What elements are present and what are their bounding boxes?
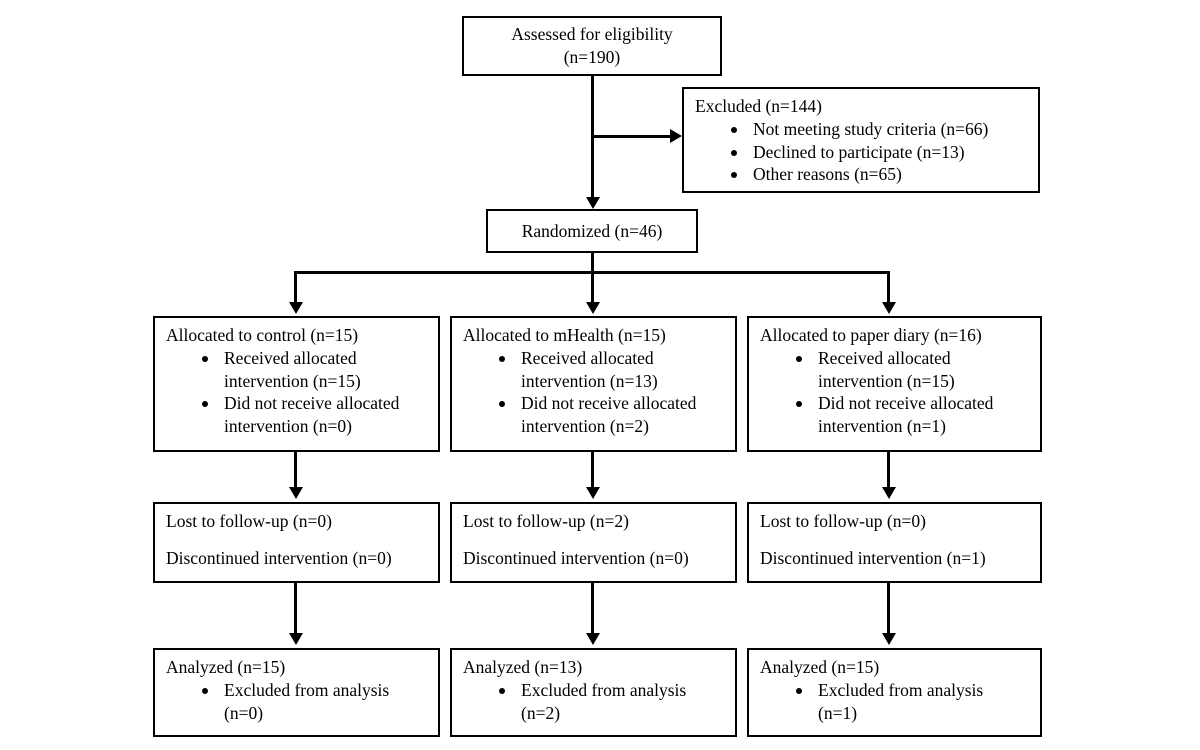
connector-followup-to-analysis-paper-diary [887,583,890,635]
arrow-into-followup-paper-diary [882,487,896,499]
node-allocation-control: Allocated to control (n=15) Received all… [153,316,440,452]
list-item: Excluded from analysis (n=1) [760,679,1032,725]
arrow-into-followup-control [289,487,303,499]
node-allocation-mhealth: Allocated to mHealth (n=15) Received all… [450,316,737,452]
connector-allocation-to-followup-mhealth [591,452,594,490]
arrow-into-analysis-mhealth [586,633,600,645]
connector-bus-to-arm-mhealth [591,271,594,309]
connector-allocation-to-followup-paper-diary [887,452,890,490]
connector-allocation-to-followup-control [294,452,297,490]
arrow-into-excluded [670,129,682,143]
node-analysis-control: Analyzed (n=15) Excluded from analysis (… [153,648,440,737]
allocation-mhealth-list: Received allocated intervention (n=13) D… [463,347,727,438]
node-followup-paper-diary: Lost to follow-up (n=0) Discontinued int… [747,502,1042,583]
arrow-into-followup-mhealth [586,487,600,499]
followup-paper-diary-lost: Lost to follow-up (n=0) [760,511,926,531]
list-item: Not meeting study criteria (n=66) [695,118,1030,141]
analysis-mhealth-item-1-line-2: (n=2) [521,702,561,723]
node-analysis-paper-diary: Analyzed (n=15) Excluded from analysis (… [747,648,1042,737]
node-followup-mhealth: Lost to follow-up (n=2) Discontinued int… [450,502,737,583]
list-item: Received allocated intervention (n=15) [760,347,1032,393]
allocation-control-item-2-line-2: intervention (n=0) [224,416,352,436]
followup-mhealth-discontinued: Discontinued intervention (n=0) [463,547,689,568]
allocation-control-item-2-line-1: Did not receive allocated [224,393,400,414]
followup-mhealth-lost: Lost to follow-up (n=2) [463,511,629,531]
node-analysis-mhealth: Analyzed (n=13) Excluded from analysis (… [450,648,737,737]
list-item: Declined to participate (n=13) [695,141,1030,164]
node-excluded: Excluded (n=144) Not meeting study crite… [682,87,1040,193]
connector-assessed-to-randomized [591,76,594,206]
analysis-control-item-1-line-2: (n=0) [224,702,264,723]
analysis-mhealth-item-1-line-1: Excluded from analysis [521,679,687,700]
excluded-reason-2: Declined to participate (n=13) [753,141,965,162]
allocation-mhealth-item-1-line-1: Received allocated [521,347,654,368]
allocation-paper-diary-header: Allocated to paper diary (n=16) [760,325,982,345]
arrow-into-analysis-control [289,633,303,645]
list-item: Received allocated intervention (n=15) [166,347,430,393]
analysis-paper-diary-list: Excluded from analysis (n=1) [760,679,1032,725]
analysis-mhealth-list: Excluded from analysis (n=2) [463,679,727,725]
arrow-into-allocation-paper-diary [882,302,896,314]
allocation-paper-diary-item-2-line-1: Did not receive allocated [818,393,994,414]
allocation-paper-diary-item-2-line-2: intervention (n=1) [818,416,946,436]
excluded-header: Excluded (n=144) [695,96,822,116]
analysis-control-item-1-line-1: Excluded from analysis [224,679,390,700]
allocation-control-item-1-line-1: Received allocated [224,347,357,368]
allocation-control-header: Allocated to control (n=15) [166,325,359,345]
list-item: Excluded from analysis (n=2) [463,679,727,725]
allocation-paper-diary-item-1-line-2: intervention (n=15) [818,370,955,391]
allocation-paper-diary-item-1-line-1: Received allocated [818,347,951,368]
arrow-into-allocation-mhealth [586,302,600,314]
connector-followup-to-analysis-mhealth [591,583,594,635]
list-item: Did not receive allocated intervention (… [760,392,1032,438]
allocation-mhealth-item-2-line-1: Did not receive allocated [521,393,697,414]
list-item: Did not receive allocated intervention (… [463,392,727,438]
assessed-line-2: (n=190) [563,47,621,67]
node-randomized: Randomized (n=46) [486,209,698,253]
allocation-mhealth-item-2-line-2: intervention (n=2) [521,416,649,436]
allocation-paper-diary-list: Received allocated intervention (n=15) D… [760,347,1032,438]
analysis-control-list: Excluded from analysis (n=0) [166,679,430,725]
list-item: Other reasons (n=65) [695,163,1030,186]
analysis-paper-diary-item-1-line-1: Excluded from analysis [818,679,984,700]
arrow-into-analysis-paper-diary [882,633,896,645]
node-allocation-paper-diary: Allocated to paper diary (n=16) Received… [747,316,1042,452]
list-item: Received allocated intervention (n=13) [463,347,727,393]
excluded-reason-1: Not meeting study criteria (n=66) [753,118,989,139]
analysis-paper-diary-item-1-line-2: (n=1) [818,702,858,723]
connector-bus-to-arm-control [294,271,297,309]
assessed-line-1: Assessed for eligibility [511,24,673,45]
list-item: Excluded from analysis (n=0) [166,679,430,725]
allocation-mhealth-header: Allocated to mHealth (n=15) [463,325,666,345]
arrow-into-allocation-control [289,302,303,314]
node-assessed-for-eligibility: Assessed for eligibility (n=190) [462,16,722,76]
randomized-label: Randomized (n=46) [521,220,663,241]
arrow-into-randomized [586,197,600,209]
excluded-reason-3: Other reasons (n=65) [753,164,902,185]
list-item: Did not receive allocated intervention (… [166,392,430,438]
connector-followup-to-analysis-control [294,583,297,635]
connector-bus-to-arm-paper-diary [887,271,890,309]
allocation-control-list: Received allocated intervention (n=15) D… [166,347,430,438]
analysis-control-header: Analyzed (n=15) [166,657,286,677]
followup-paper-diary-discontinued: Discontinued intervention (n=1) [760,547,986,568]
connector-randomized-stem [591,253,594,273]
analysis-mhealth-header: Analyzed (n=13) [463,657,583,677]
analysis-paper-diary-header: Analyzed (n=15) [760,657,880,677]
node-followup-control: Lost to follow-up (n=0) Discontinued int… [153,502,440,583]
allocation-control-item-1-line-2: intervention (n=15) [224,370,361,391]
followup-control-lost: Lost to follow-up (n=0) [166,511,332,531]
followup-control-discontinued: Discontinued intervention (n=0) [166,547,392,568]
excluded-reason-list: Not meeting study criteria (n=66) Declin… [695,118,1030,186]
allocation-mhealth-item-1-line-2: intervention (n=13) [521,370,658,391]
connector-to-excluded [594,135,670,138]
